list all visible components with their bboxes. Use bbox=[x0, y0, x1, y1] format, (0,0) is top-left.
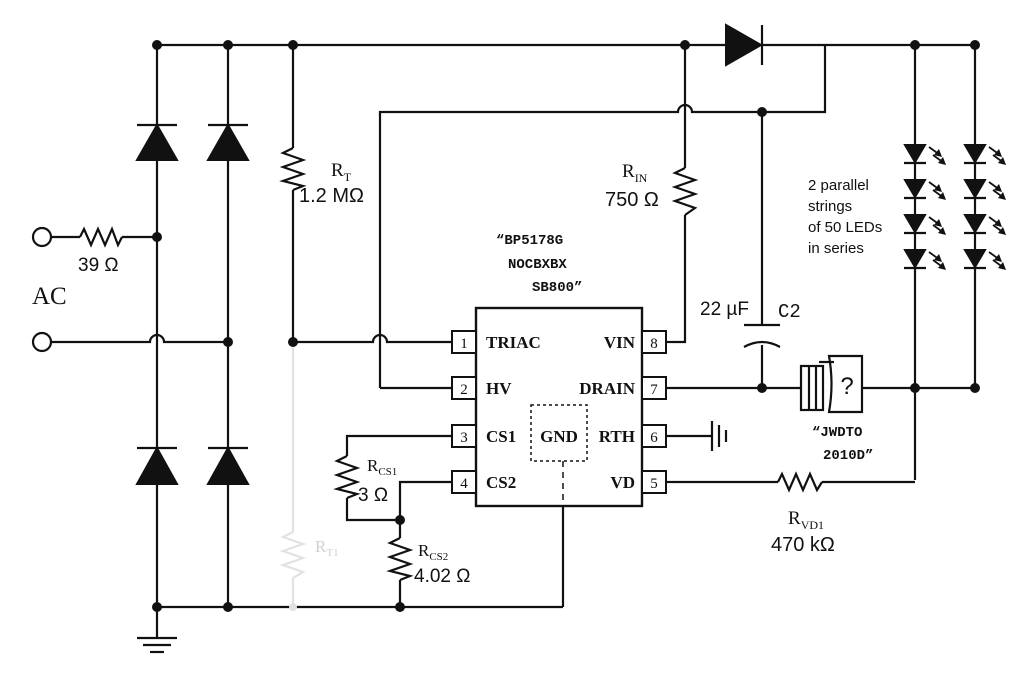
resistor-rvd1: RVD1 470 kΩ bbox=[771, 471, 835, 556]
led-note-line-3: of 50 LEDs bbox=[808, 219, 882, 236]
pin-2-number: 2 bbox=[460, 382, 468, 398]
pin-1-box bbox=[451, 330, 477, 354]
rt-label: RT bbox=[331, 160, 352, 184]
c2-ref: C2 bbox=[778, 301, 801, 323]
rcs2-label: RCS2 bbox=[418, 541, 448, 563]
controller-ic: “BP5178G NOCBXBX SB800” 1 2 3 4 5 6 7 8 … bbox=[451, 233, 672, 508]
bridge-diode-top-right bbox=[206, 122, 250, 161]
ground-icon bbox=[137, 636, 177, 654]
ic-marking-line-3: SB800” bbox=[532, 280, 582, 296]
junction-dots bbox=[152, 40, 980, 612]
ac-label: AC bbox=[32, 283, 67, 310]
c2-value: 22 µF bbox=[700, 299, 749, 320]
pin-6-number: 6 bbox=[650, 430, 658, 446]
resistor-rcs1: RCS1 3 Ω bbox=[333, 455, 397, 506]
ic-body bbox=[474, 306, 644, 508]
chassis-ground-icon bbox=[710, 421, 728, 451]
rcs1-label: RCS1 bbox=[367, 456, 397, 478]
led-note-line-2: strings bbox=[808, 198, 852, 215]
pin-7-name: DRAIN bbox=[579, 379, 635, 398]
unknown-component: ? “JWDTO 2010D” bbox=[799, 354, 873, 464]
rin-value: 750 Ω bbox=[605, 189, 659, 211]
pin-5-number: 5 bbox=[650, 476, 658, 492]
pin-8-number: 8 bbox=[650, 336, 658, 352]
led-icon bbox=[903, 249, 946, 270]
resistor-rin: RIN 750 Ω bbox=[605, 161, 699, 216]
pin-2-box bbox=[451, 376, 477, 400]
resistor-rt: RT 1.2 MΩ bbox=[279, 147, 364, 207]
wiring bbox=[52, 43, 977, 638]
rvd1-label: RVD1 bbox=[788, 508, 824, 532]
rvd1-value: 470 kΩ bbox=[771, 534, 835, 556]
led-icon bbox=[903, 179, 946, 215]
rin-label: RIN bbox=[622, 161, 648, 185]
rcs1-value: 3 Ω bbox=[358, 485, 388, 506]
gnd-label: GND bbox=[540, 427, 578, 446]
pin-5-name: VD bbox=[610, 473, 635, 492]
led-note-line-4: in series bbox=[808, 240, 864, 257]
pin-4-number: 4 bbox=[460, 476, 468, 492]
ac-terminal-bottom bbox=[31, 331, 53, 353]
pin-8-name: VIN bbox=[604, 333, 636, 352]
pin-6-name: RTH bbox=[599, 427, 635, 446]
resistor-39-ohm-value: 39 Ω bbox=[78, 255, 119, 276]
pin-3-name: CS1 bbox=[486, 427, 516, 446]
ac-terminal-top bbox=[31, 226, 53, 248]
led-note-line-1: 2 parallel bbox=[808, 177, 869, 194]
led-icon bbox=[963, 179, 1006, 215]
ic-marking-line-1: “BP5178G bbox=[496, 233, 563, 249]
rcs2-value: 4.02 Ω bbox=[414, 566, 470, 587]
ac-input: AC bbox=[31, 226, 67, 353]
gnd-pad bbox=[530, 404, 588, 462]
bridge-rectifier bbox=[135, 122, 250, 485]
pin-7-number: 7 bbox=[650, 382, 658, 398]
freewheel-diode bbox=[725, 23, 764, 67]
led-icon bbox=[903, 144, 946, 180]
pin-4-name: CS2 bbox=[486, 473, 516, 492]
ic-marking-line-2: NOCBXBX bbox=[508, 257, 567, 273]
bridge-diode-top-left bbox=[135, 122, 179, 161]
pin-1-number: 1 bbox=[460, 336, 468, 352]
unknown-part-marking-2: 2010D” bbox=[823, 448, 873, 464]
unknown-part-marking-1: “JWDTO bbox=[812, 425, 862, 441]
led-icon bbox=[963, 249, 1006, 270]
led-strings bbox=[903, 144, 1006, 270]
capacitor-c2: 22 µF C2 bbox=[700, 299, 801, 348]
led-icon bbox=[903, 214, 946, 250]
pin-2-name: HV bbox=[486, 379, 512, 398]
unknown-part-symbol: ? bbox=[840, 373, 853, 400]
rt1-label: RT1 bbox=[315, 537, 339, 559]
pin-3-number: 3 bbox=[460, 430, 468, 446]
led-icon bbox=[963, 214, 1006, 250]
pin-4-box bbox=[451, 470, 477, 494]
led-note: 2 parallel strings of 50 LEDs in series bbox=[808, 177, 882, 257]
resistor-rcs2: RCS2 4.02 Ω bbox=[386, 537, 470, 587]
bridge-diode-bottom-right bbox=[206, 445, 250, 485]
rt-value: 1.2 MΩ bbox=[299, 185, 364, 207]
pin-1-name: TRIAC bbox=[486, 333, 541, 352]
pin-3-box bbox=[451, 424, 477, 448]
led-icon bbox=[963, 144, 1006, 180]
resistor-39-ohm: 39 Ω bbox=[78, 226, 123, 276]
faint-rt1-branch: RT1 bbox=[279, 342, 339, 611]
bridge-diode-bottom-left bbox=[135, 445, 179, 485]
